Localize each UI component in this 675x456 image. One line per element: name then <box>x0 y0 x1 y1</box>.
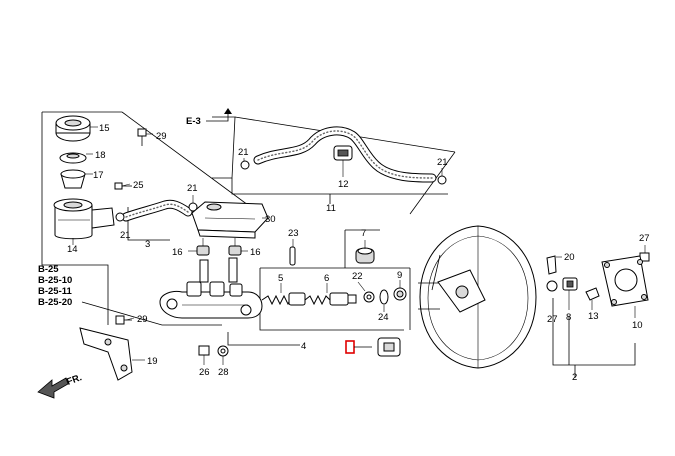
callout-26: 26 <box>199 367 210 378</box>
callout-25: 25 <box>133 180 144 191</box>
secondary-piston <box>261 292 306 306</box>
callout-2: 2 <box>572 372 577 383</box>
callout-13: 13 <box>588 311 599 322</box>
callout-15: 15 <box>99 123 110 134</box>
callout-21-hose3-left: 21 <box>120 230 131 241</box>
callout-11: 11 <box>326 203 336 214</box>
callout-23: 23 <box>288 228 299 239</box>
highlighted-clip[interactable] <box>345 340 355 354</box>
yoke-8 <box>562 277 578 291</box>
brake-booster <box>418 225 537 369</box>
callout-16-left: 16 <box>172 247 183 258</box>
grommet-16-left <box>196 245 210 256</box>
front-label: FR. <box>65 372 83 388</box>
callout-19: 19 <box>147 356 158 367</box>
ref-b25-11: B-25-11 <box>38 286 73 297</box>
bolt-29-top <box>137 128 147 146</box>
callout-12: 12 <box>338 179 349 190</box>
callouts: 15 18 17 14 29 25 21 21 3 30 16 16 23 5 … <box>67 123 650 383</box>
callout-22: 22 <box>352 271 363 282</box>
callout-24: 24 <box>378 312 389 323</box>
callout-18: 18 <box>95 150 106 161</box>
reservoir-hose <box>115 199 198 222</box>
callout-6: 6 <box>324 273 329 284</box>
callout-8: 8 <box>566 312 571 323</box>
callout-29-bottom: 29 <box>137 314 148 325</box>
reservoir-strainer <box>60 169 86 189</box>
clip-20 <box>546 255 557 275</box>
nut-26 <box>198 345 210 356</box>
washer-28 <box>217 345 229 357</box>
callout-5: 5 <box>278 273 283 284</box>
callout-28: 28 <box>218 367 229 378</box>
clevis-pin-13 <box>585 287 600 301</box>
e3-pointer-arrow <box>206 108 232 122</box>
callout-16-right: 16 <box>250 247 261 258</box>
ref-b25-10: B-25-10 <box>38 275 72 286</box>
ref-b25-20: B-25-20 <box>38 297 72 308</box>
callout-7: 7 <box>361 228 366 239</box>
primary-piston <box>304 292 357 306</box>
seal-24 <box>379 289 389 305</box>
grommet-16-right <box>228 245 242 256</box>
callout-10: 10 <box>632 320 643 331</box>
callout-21-hose3-top: 21 <box>187 183 198 194</box>
callout-30: 30 <box>265 214 276 225</box>
callout-20: 20 <box>564 252 575 263</box>
snap-ring-22 <box>363 291 375 303</box>
callout-4: 4 <box>301 341 306 352</box>
booster-gasket <box>601 255 649 307</box>
callout-17: 17 <box>93 170 104 181</box>
reservoir-tank <box>53 198 115 240</box>
clip <box>377 337 401 357</box>
hose-clamp <box>240 160 250 170</box>
callout-21-hose11-right: 21 <box>437 157 448 168</box>
callout-29-top: 29 <box>156 131 167 142</box>
callout-9: 9 <box>397 270 402 281</box>
reservoir-cap <box>55 115 91 142</box>
hose-clamp <box>437 175 447 185</box>
bolt-29-bottom <box>115 315 132 325</box>
callout-14: 14 <box>67 244 78 255</box>
leader-lines <box>72 126 646 365</box>
roll-pin <box>289 246 296 266</box>
ref-e3: E-3 <box>186 116 201 127</box>
vacuum-hose-assembly <box>240 126 447 185</box>
bracket-19 <box>79 327 133 381</box>
master-cylinder-reservoir <box>191 201 269 239</box>
front-arrow-icon <box>37 377 69 399</box>
callout-27-right: 27 <box>639 233 650 244</box>
ref-b25: B-25 <box>38 264 59 275</box>
reservoir-seal <box>59 152 87 164</box>
callout-27-left: 27 <box>547 314 558 325</box>
callout-3: 3 <box>145 239 150 250</box>
nut-27-left <box>546 280 558 292</box>
grommet-7 <box>355 247 375 264</box>
master-cylinder <box>159 257 263 319</box>
o-ring-9 <box>393 287 407 301</box>
callout-21-hose11-left: 21 <box>238 147 249 158</box>
hose-clamp <box>115 212 125 222</box>
